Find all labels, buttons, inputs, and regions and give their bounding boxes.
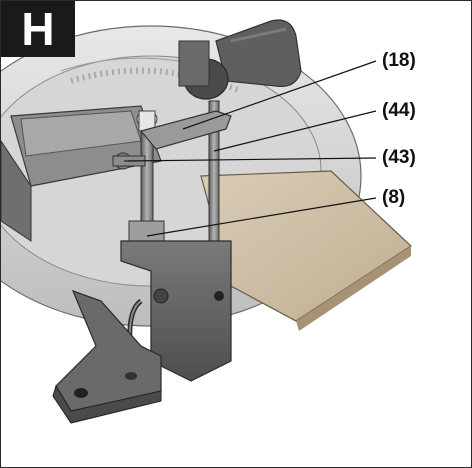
figure-label-badge: H <box>1 1 75 57</box>
lock-handle <box>178 19 302 100</box>
callout-8: (8) <box>382 187 406 208</box>
workpiece <box>200 170 412 331</box>
callout-18: (18) <box>382 50 416 71</box>
callout-43: (43) <box>382 147 416 168</box>
callout-44: (44) <box>382 100 416 121</box>
base-bracket <box>52 240 232 424</box>
leader-lines <box>123 60 377 237</box>
